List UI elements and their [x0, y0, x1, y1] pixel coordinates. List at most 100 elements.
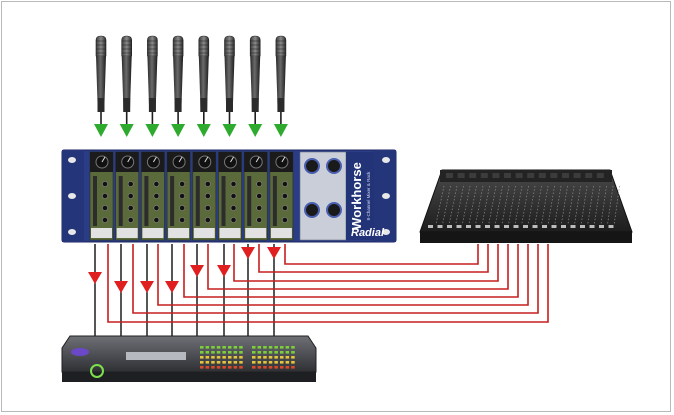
interface-meter-led — [257, 356, 262, 359]
module-switch — [256, 193, 263, 199]
module-switch — [281, 181, 288, 187]
mic-connector — [174, 98, 182, 112]
return-arrow-4 — [165, 281, 179, 293]
interface-meter-led — [252, 356, 256, 359]
module-switch — [179, 205, 185, 211]
return-arrow-8 — [267, 247, 281, 259]
interface-meter-led — [222, 361, 226, 364]
console-fader — [428, 225, 433, 228]
console-fader — [599, 225, 604, 228]
interface-meter-led — [200, 351, 204, 354]
interface-meter-led — [291, 351, 295, 354]
module-label-strip — [193, 228, 215, 238]
console-fader — [437, 225, 443, 228]
interface-meter-led — [291, 346, 295, 349]
interface-meter-led — [252, 351, 256, 354]
module-switch — [256, 205, 263, 211]
interface-meter-led — [291, 366, 295, 369]
knob-indicator — [230, 156, 234, 163]
interface-meter-led — [222, 346, 226, 349]
module-switch — [179, 193, 185, 199]
interface-logo — [71, 348, 89, 356]
module-label-strip — [219, 228, 241, 238]
interface-meter-led — [233, 346, 238, 349]
console-fader — [608, 225, 614, 228]
interface-meter-led — [257, 351, 262, 354]
return-arrow-2 — [114, 281, 128, 293]
module-label-strip — [168, 228, 190, 238]
return-line-7 — [258, 244, 489, 273]
interface-base — [62, 372, 316, 382]
master-knob — [304, 202, 320, 218]
interface-meter-led — [222, 366, 226, 369]
interface-meter-led — [205, 351, 210, 354]
module-switch — [102, 205, 108, 211]
module-switch — [230, 205, 237, 211]
interface-meter-led — [291, 361, 295, 364]
module-switch — [230, 193, 237, 199]
console-meter — [492, 173, 500, 178]
input-arrow — [94, 124, 108, 137]
interface-meter-led — [274, 356, 278, 359]
rack-module-1 — [89, 151, 114, 241]
module-meter — [170, 176, 175, 226]
interface-meter-led — [268, 366, 273, 369]
knob-indicator — [127, 156, 132, 163]
master-knob — [304, 158, 320, 174]
console-meter — [457, 173, 465, 178]
module-switch — [102, 217, 108, 223]
knob-indicator — [255, 156, 260, 163]
console-fader — [456, 225, 462, 228]
interface-meter-led — [200, 346, 204, 349]
rack-module-7 — [243, 151, 268, 241]
console-meter — [480, 173, 488, 178]
module-switch — [102, 181, 108, 187]
mic-connector — [277, 98, 285, 112]
console-fader — [580, 225, 585, 228]
module-switch — [204, 205, 211, 211]
mic-connector — [226, 98, 233, 112]
mic-connector — [148, 98, 156, 112]
interface-meter-led — [291, 356, 295, 359]
interface-meter-led — [239, 366, 243, 369]
interface-meter-led — [280, 346, 284, 349]
return-arrow-5 — [190, 265, 204, 277]
interface-meter-led — [257, 346, 262, 349]
input-arrow — [273, 124, 288, 137]
module-switch — [204, 181, 211, 187]
module-meter — [118, 176, 123, 226]
console-fader — [570, 225, 576, 228]
microphone-2 — [119, 35, 134, 137]
module-switch — [153, 217, 160, 223]
interface-meter-led — [211, 356, 215, 359]
module-switch — [204, 217, 211, 223]
module-label-strip — [270, 228, 292, 238]
return-line-5 — [207, 244, 509, 290]
module-switch — [179, 217, 185, 223]
knob-indicator — [204, 156, 209, 163]
microphone-5 — [196, 35, 211, 137]
module-switch — [256, 217, 263, 223]
interface-meter-led — [263, 351, 267, 354]
console-fader — [532, 225, 538, 228]
power-led — [90, 364, 104, 378]
input-arrow — [145, 124, 160, 137]
interface-meter-led — [268, 361, 273, 364]
interface-meter-led — [268, 351, 273, 354]
return-line-6 — [233, 244, 499, 282]
return-line-2 — [132, 244, 539, 314]
workhorse-subtitle: 8-Channel Mixer & Rack — [366, 171, 371, 221]
input-arrow — [222, 124, 237, 137]
interface-meter-led — [216, 361, 221, 364]
return-arrow-1 — [88, 272, 102, 284]
microphone-6 — [222, 35, 237, 137]
rack-screw-hole — [68, 157, 76, 163]
interface-meter-led — [216, 366, 221, 369]
rack-module-2 — [115, 151, 139, 241]
console-fader — [513, 225, 519, 228]
interface-meter-led — [280, 356, 284, 359]
module-meter — [144, 176, 149, 226]
rack-screw-hole — [382, 157, 390, 163]
rack-screw-hole — [382, 229, 390, 235]
